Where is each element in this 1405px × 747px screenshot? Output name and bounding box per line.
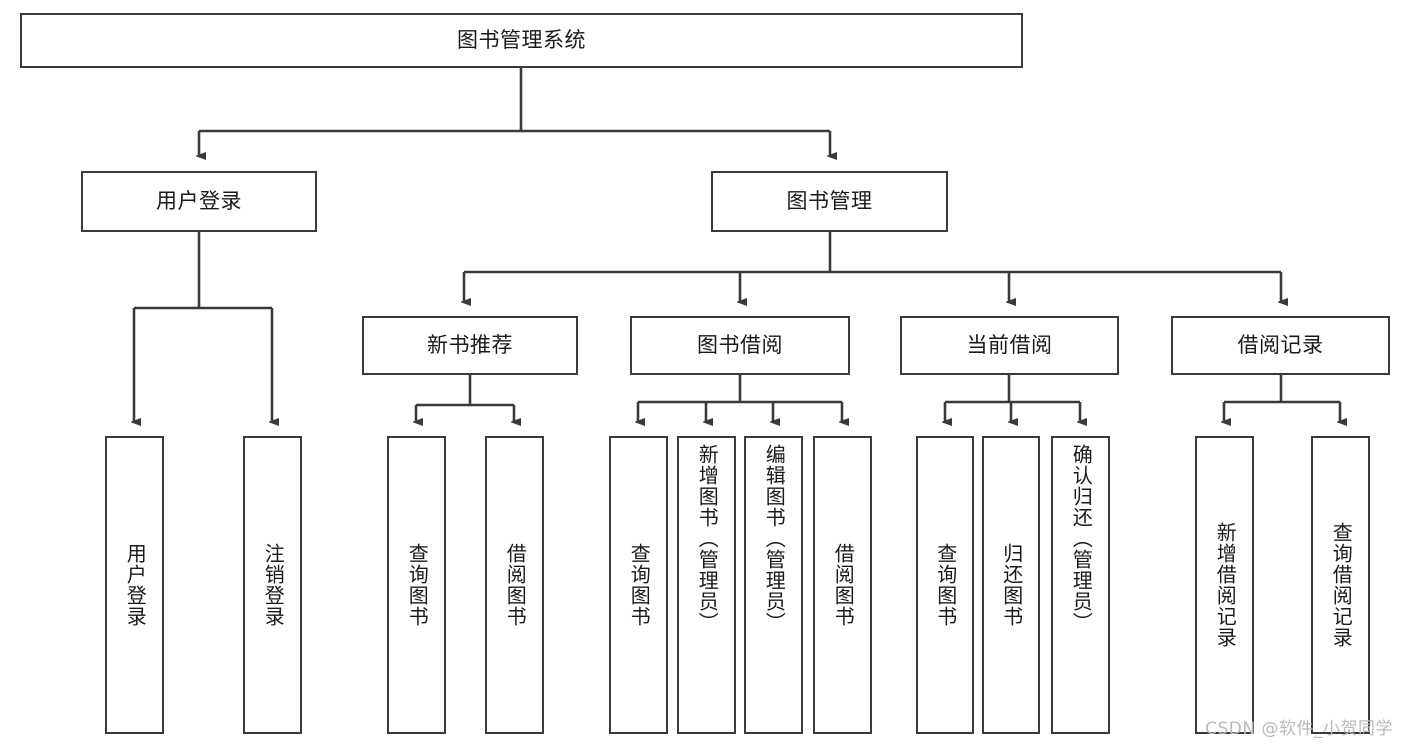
node-borrow-record[interactable]: 借阅记录 xyxy=(1171,316,1390,375)
node-leaf-new-book-query-label: 查询图书 xyxy=(405,543,430,627)
node-leaf-book-borrow-query[interactable]: 查询图书 xyxy=(609,436,668,734)
node-leaf-user-login-logout[interactable]: 注销登录 xyxy=(243,436,302,734)
node-leaf-book-borrow-edit-label: 编辑图书（管理员） xyxy=(762,444,787,633)
node-leaf-current-borrow-confirm-label: 确认归还（管理员） xyxy=(1069,444,1094,633)
node-leaf-new-book-query[interactable]: 查询图书 xyxy=(387,436,446,734)
node-borrow-record-label: 借阅记录 xyxy=(1237,333,1324,358)
node-book-management-label: 图书管理 xyxy=(786,189,873,214)
node-book-borrow[interactable]: 图书借阅 xyxy=(630,316,850,375)
node-leaf-book-borrow-query-label: 查询图书 xyxy=(627,543,652,627)
node-leaf-user-login-logout-label: 注销登录 xyxy=(261,543,286,627)
node-leaf-current-borrow-confirm[interactable]: 确认归还（管理员） xyxy=(1051,436,1110,734)
node-leaf-book-borrow-borrow-label: 借阅图书 xyxy=(831,543,856,627)
node-leaf-current-borrow-query-label: 查询图书 xyxy=(933,543,958,627)
node-current-borrow[interactable]: 当前借阅 xyxy=(900,316,1119,375)
node-new-book-recommend-label: 新书推荐 xyxy=(427,333,513,358)
node-leaf-user-login-login[interactable]: 用户登录 xyxy=(105,436,164,734)
node-leaf-current-borrow-return-label: 归还图书 xyxy=(999,543,1024,627)
node-new-book-recommend[interactable]: 新书推荐 xyxy=(362,316,578,375)
node-book-management[interactable]: 图书管理 xyxy=(711,171,948,232)
node-root-system[interactable]: 图书管理系统 xyxy=(20,13,1023,68)
node-book-borrow-label: 图书借阅 xyxy=(697,333,783,358)
node-leaf-user-login-login-label: 用户登录 xyxy=(123,543,148,627)
node-leaf-current-borrow-return[interactable]: 归还图书 xyxy=(982,436,1040,734)
node-leaf-borrow-record-add[interactable]: 新增借阅记录 xyxy=(1195,436,1254,734)
node-leaf-borrow-record-query-label: 查询借阅记录 xyxy=(1329,522,1354,648)
csdn-watermark: CSDN @软件_小贺同学 xyxy=(1205,719,1393,739)
node-root-system-label: 图书管理系统 xyxy=(457,28,586,53)
node-user-login-label: 用户登录 xyxy=(156,189,242,214)
node-leaf-new-book-borrow[interactable]: 借阅图书 xyxy=(485,436,544,734)
node-leaf-borrow-record-query[interactable]: 查询借阅记录 xyxy=(1311,436,1370,734)
node-leaf-book-borrow-add[interactable]: 新增图书（管理员） xyxy=(677,436,736,734)
node-current-borrow-label: 当前借阅 xyxy=(966,333,1053,358)
node-leaf-book-borrow-add-label: 新增图书（管理员） xyxy=(695,444,720,633)
node-leaf-book-borrow-borrow[interactable]: 借阅图书 xyxy=(813,436,872,734)
node-leaf-book-borrow-edit[interactable]: 编辑图书（管理员） xyxy=(744,436,803,734)
node-user-login[interactable]: 用户登录 xyxy=(81,171,317,232)
node-leaf-borrow-record-add-label: 新增借阅记录 xyxy=(1213,522,1238,648)
node-leaf-new-book-borrow-label: 借阅图书 xyxy=(503,543,528,627)
node-leaf-current-borrow-query[interactable]: 查询图书 xyxy=(916,436,974,734)
